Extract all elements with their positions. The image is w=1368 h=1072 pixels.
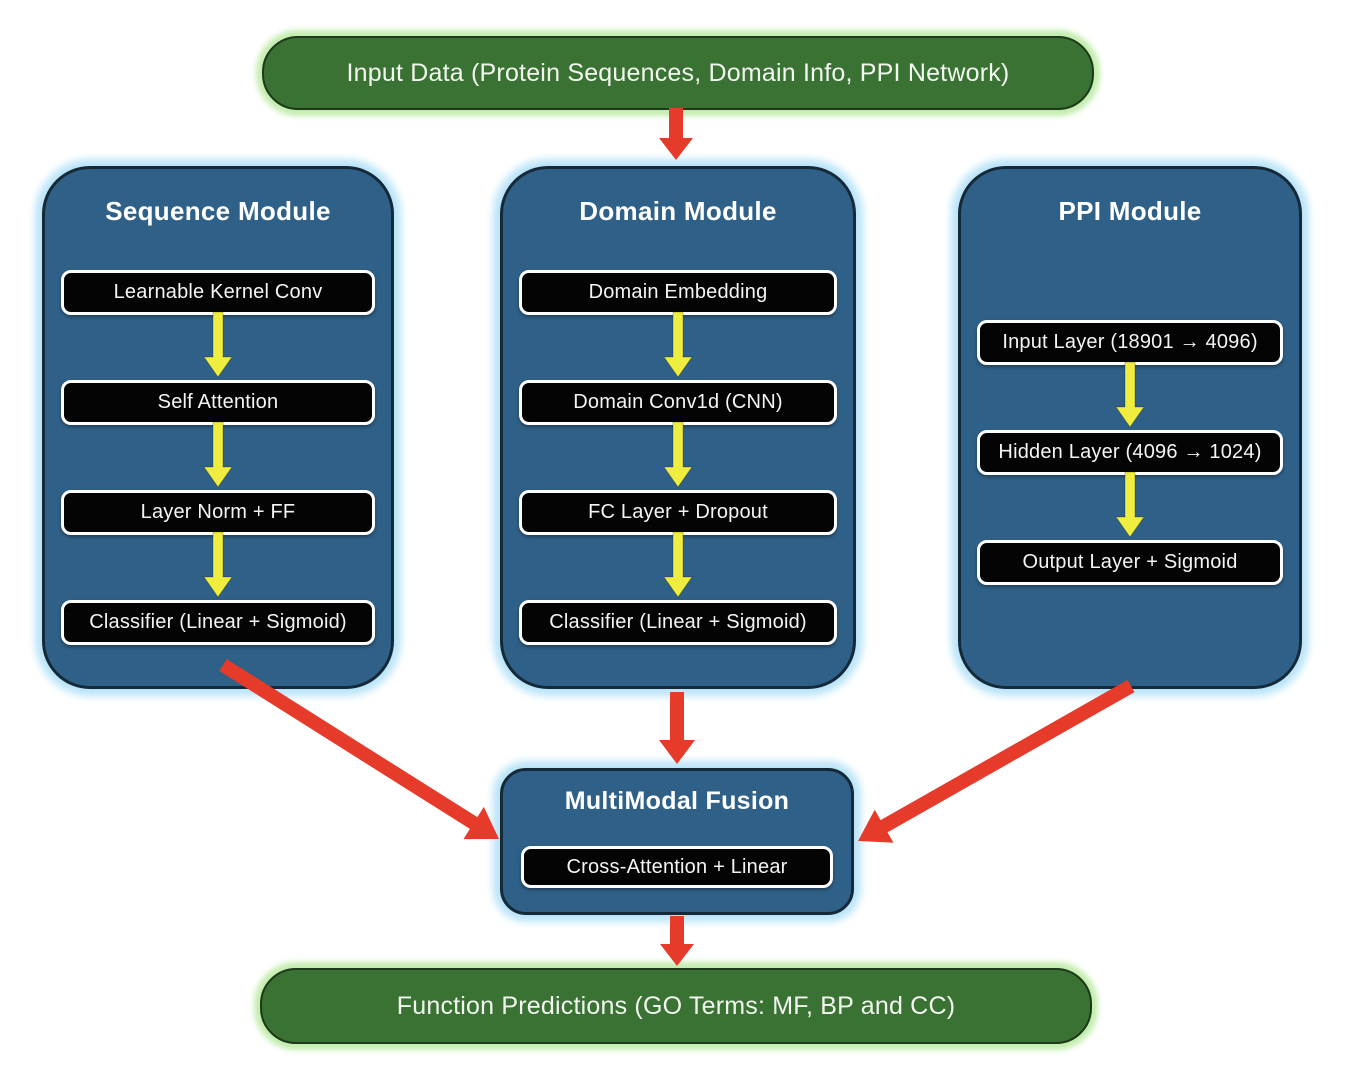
- node-domain-classifier: Classifier (Linear + Sigmoid): [519, 600, 837, 645]
- red-arrow-ppi-to-fusion: [858, 679, 1135, 843]
- domain-module: Domain Module Domain Embedding Domain Co…: [500, 166, 856, 689]
- node-label: Hidden Layer (4096 → 1024): [998, 441, 1262, 463]
- multimodal-fusion-module: MultiModal Fusion Cross-Attention + Line…: [500, 768, 854, 915]
- node-label: Self Attention: [157, 391, 279, 413]
- node-label: Input Layer (18901 → 4096): [1002, 331, 1258, 353]
- node-domain-embedding: Domain Embedding: [519, 270, 837, 315]
- input-data-box: Input Data (Protein Sequences, Domain In…: [262, 36, 1094, 110]
- input-data-label: Input Data (Protein Sequences, Domain In…: [346, 58, 1010, 87]
- node-label: Layer Norm + FF: [140, 501, 296, 523]
- function-predictions-label: Function Predictions (GO Terms: MF, BP a…: [396, 991, 956, 1020]
- node-layer-norm-ff: Layer Norm + FF: [61, 490, 375, 535]
- node-ppi-input-layer: Input Layer (18901 → 4096): [977, 320, 1283, 365]
- red-arrow-fusion-to-output: [660, 916, 694, 966]
- node-label: Classifier (Linear + Sigmoid): [89, 611, 347, 633]
- node-ppi-hidden-layer: Hidden Layer (4096 → 1024): [977, 430, 1283, 475]
- sequence-module-title: Sequence Module: [105, 196, 331, 226]
- node-self-attention: Self Attention: [61, 380, 375, 425]
- red-arrow-domain-to-fusion: [659, 692, 695, 764]
- function-predictions-box: Function Predictions (GO Terms: MF, BP a…: [260, 968, 1092, 1044]
- domain-module-title: Domain Module: [579, 196, 777, 226]
- node-sequence-classifier: Classifier (Linear + Sigmoid): [61, 600, 375, 645]
- sequence-module: Sequence Module Learnable Kernel Conv Se…: [42, 166, 394, 689]
- node-cross-attention-linear: Cross-Attention + Linear: [521, 846, 833, 888]
- node-label: Domain Conv1d (CNN): [573, 391, 783, 413]
- node-label: Cross-Attention + Linear: [566, 855, 788, 878]
- node-label: Learnable Kernel Conv: [113, 281, 323, 303]
- node-learnable-kernel-conv: Learnable Kernel Conv: [61, 270, 375, 315]
- node-label: Classifier (Linear + Sigmoid): [549, 611, 807, 633]
- red-arrow-input-to-modules: [659, 108, 693, 160]
- node-label: FC Layer + Dropout: [588, 501, 768, 523]
- ppi-module-title: PPI Module: [1058, 196, 1202, 226]
- node-label: Domain Embedding: [588, 281, 768, 303]
- fusion-title: MultiModal Fusion: [564, 787, 790, 815]
- node-label: Output Layer + Sigmoid: [1022, 551, 1238, 573]
- ppi-module: PPI Module Input Layer (18901 → 4096) Hi…: [958, 166, 1302, 689]
- node-domain-conv1d: Domain Conv1d (CNN): [519, 380, 837, 425]
- node-ppi-output-layer: Output Layer + Sigmoid: [977, 540, 1283, 585]
- node-fc-layer-dropout: FC Layer + Dropout: [519, 490, 837, 535]
